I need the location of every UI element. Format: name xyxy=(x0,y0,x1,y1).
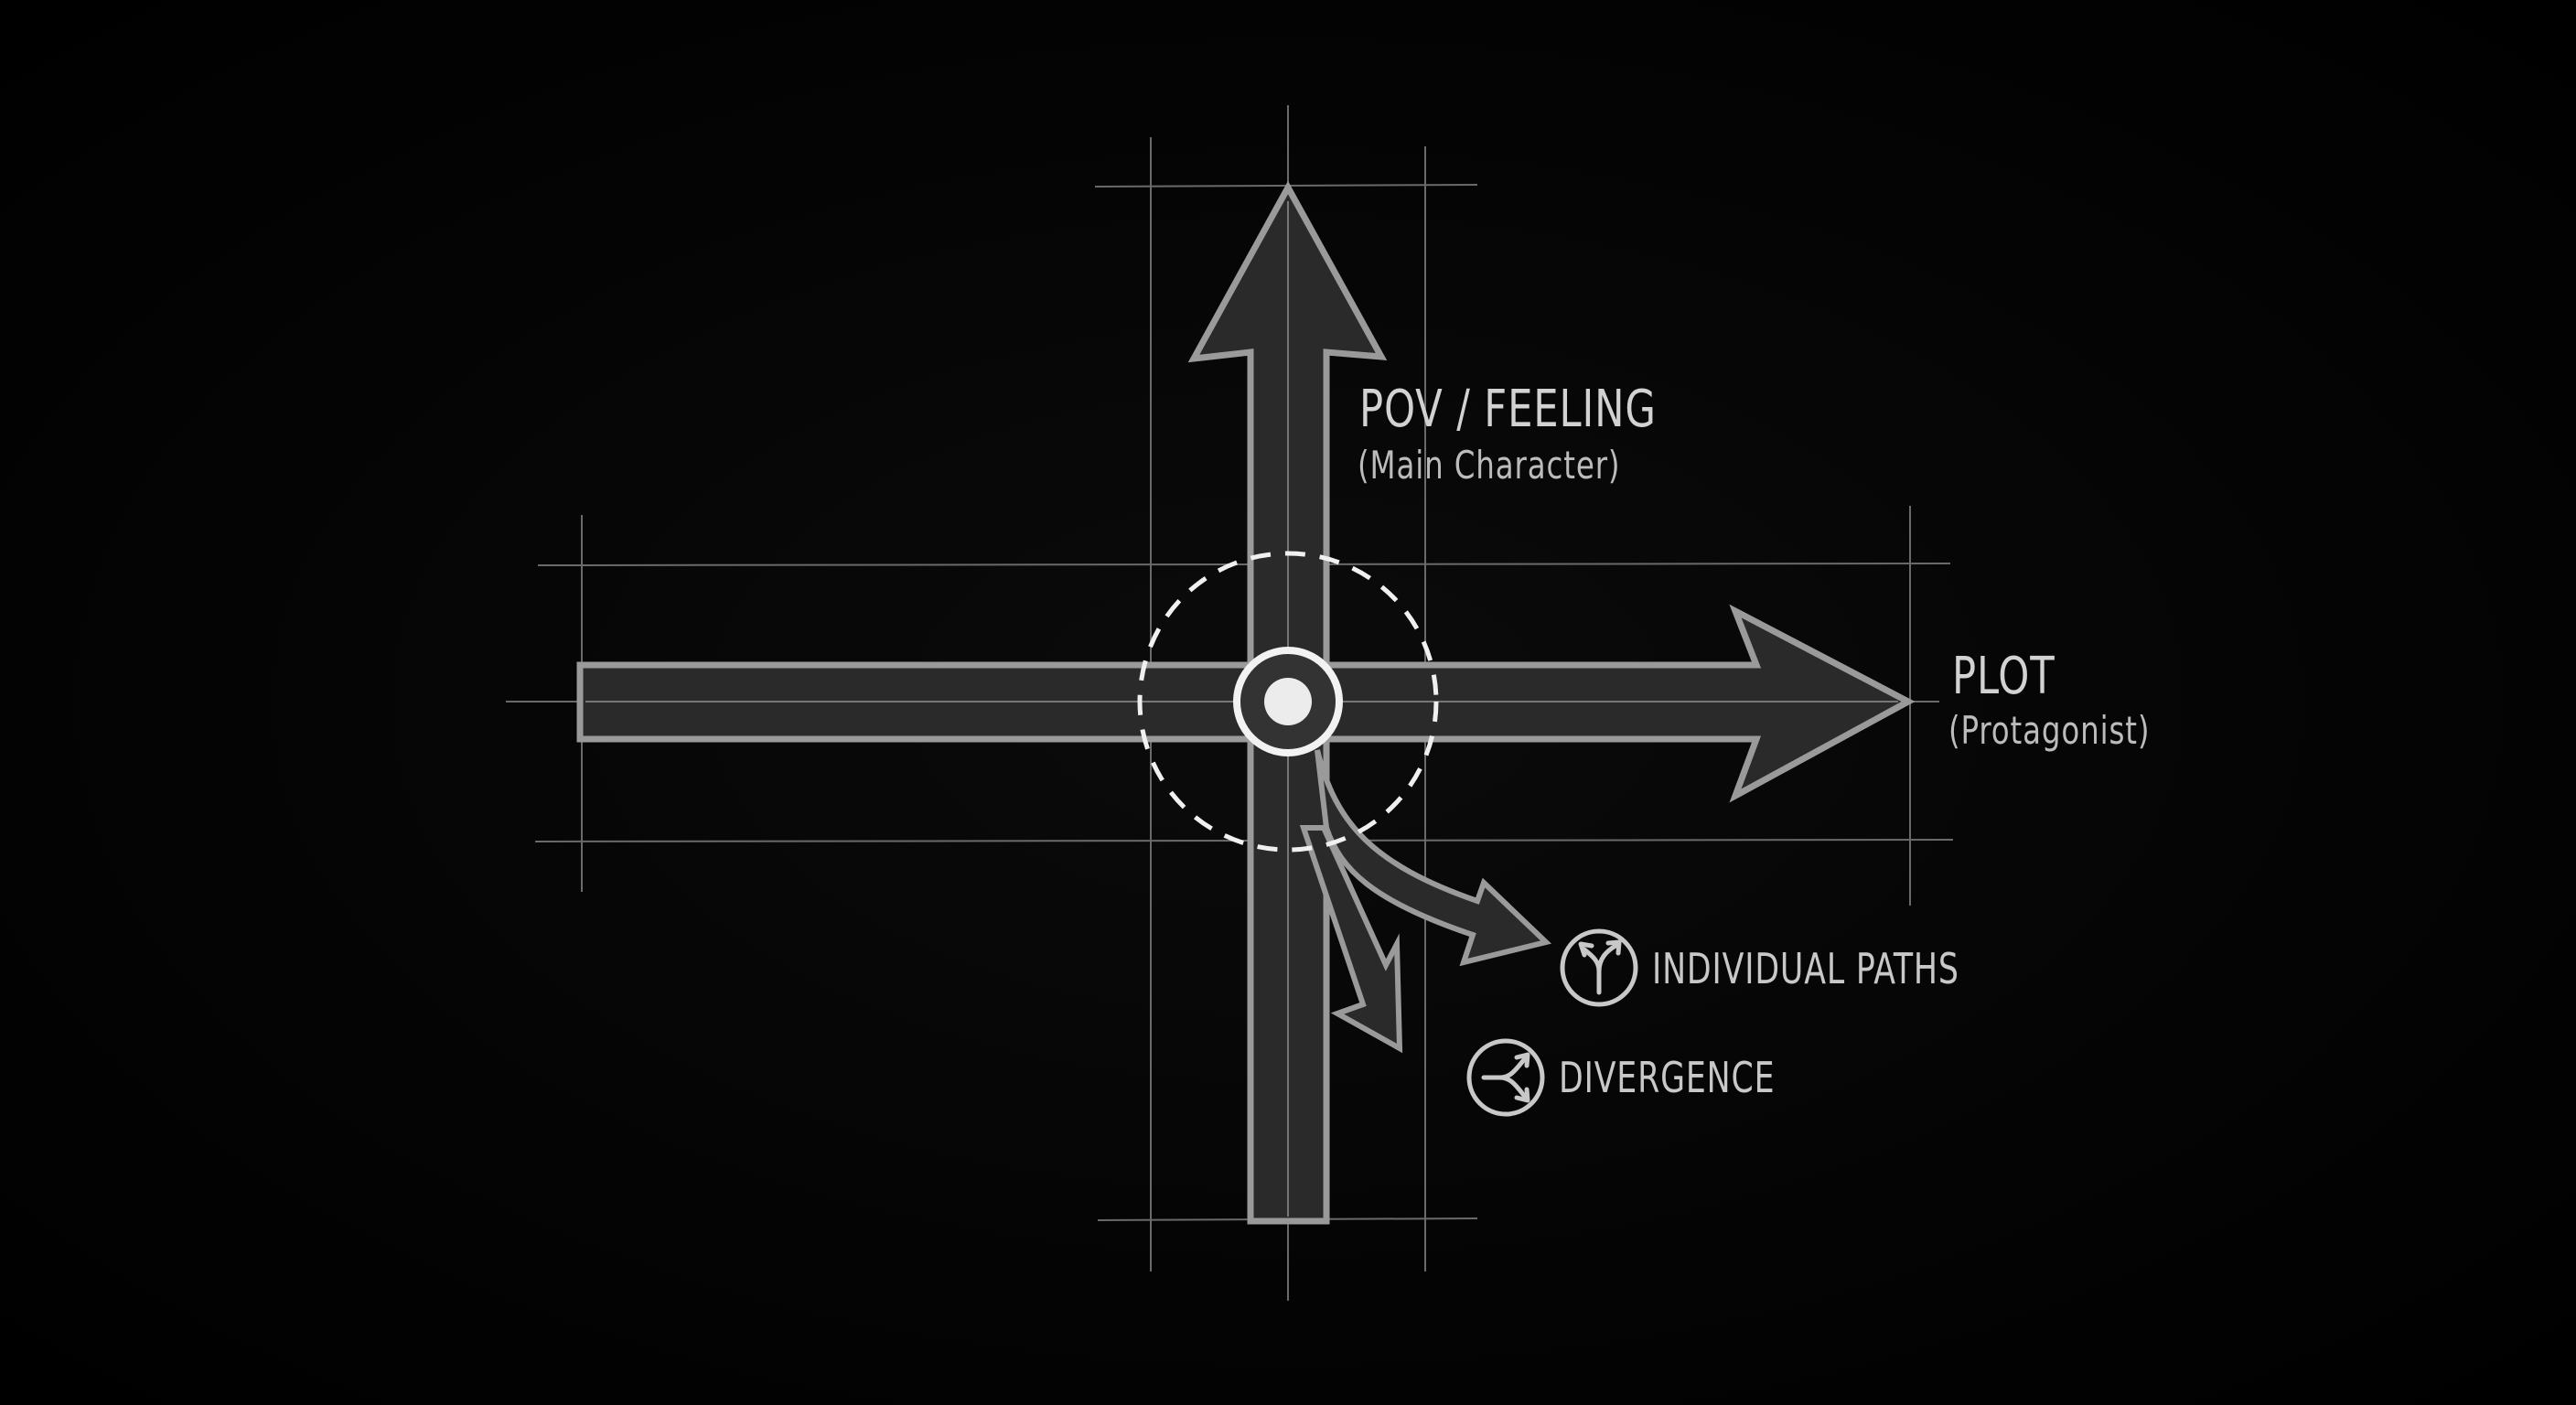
divergence-icon xyxy=(1466,1038,1545,1117)
divergence-arrow xyxy=(1299,825,1403,1054)
origin-marker xyxy=(1233,647,1343,756)
divergence-label: DIVERGENCE xyxy=(1559,1053,1776,1102)
main-character-subtitle: (Main Character) xyxy=(1358,443,1621,488)
split-paths-icon xyxy=(1560,928,1638,1007)
dashed-intersection-circle xyxy=(1137,551,1439,853)
pov-feeling-title: POV / FEELING xyxy=(1359,380,1657,439)
individual-paths-arrow xyxy=(1315,749,1552,967)
plot-title: PLOT xyxy=(1952,647,2055,706)
individual-paths-label: INDIVIDUAL PATHS xyxy=(1652,944,1959,993)
branch-arrows xyxy=(1299,749,1552,1054)
protagonist-subtitle: (Protagonist) xyxy=(1948,708,2151,753)
